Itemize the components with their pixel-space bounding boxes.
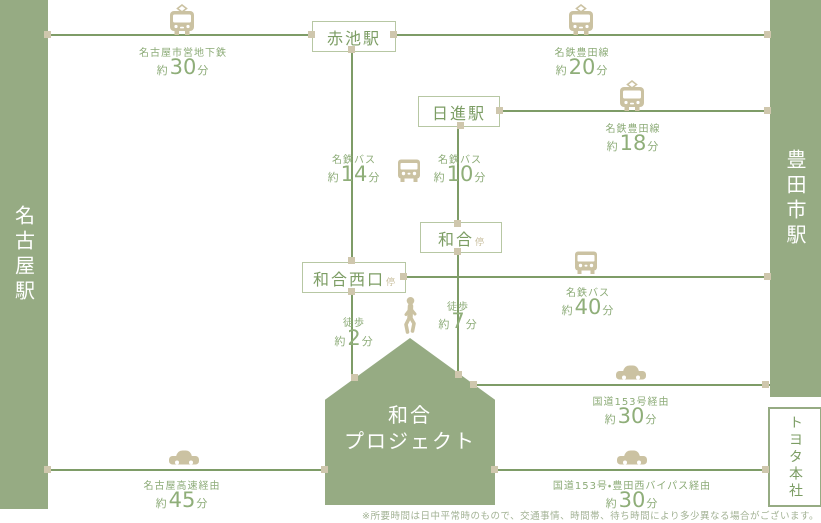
train-icon — [167, 4, 197, 36]
connector-dot — [308, 31, 315, 38]
terminal-toyotashi-station: 豊田市駅 — [770, 0, 821, 397]
project-name-line1: 和合 — [388, 403, 432, 427]
busstop-wago-nishiguchi-suffix: 停 — [386, 278, 396, 288]
toyota-headquarters-box: トヨタ本社 — [768, 407, 821, 507]
route-153-bypass-via: 国道153号・豊田西バイパス経由 — [552, 481, 712, 492]
route-line-route153-bypass — [495, 469, 768, 471]
station-akaike-label: 赤池駅 — [326, 28, 381, 48]
connector-dot — [764, 107, 771, 114]
route-line-route153 — [474, 384, 770, 386]
terminal-nagoya-label: 名古屋駅 — [11, 204, 36, 305]
route-meitetsu18-via: 名鉄豊田線 — [605, 124, 661, 135]
busstop-wago: 和合停 — [420, 222, 502, 253]
route-line-walk-2 — [351, 292, 353, 378]
connector-dot — [762, 381, 769, 388]
car-icon — [614, 362, 648, 384]
busstop-wago-suffix: 停 — [475, 238, 485, 248]
connector-dot — [390, 31, 397, 38]
bus-icon — [573, 249, 599, 275]
connector-dot — [44, 466, 51, 473]
toyota-headquarters-label: トヨタ本社 — [787, 414, 803, 500]
route-line-subway — [48, 34, 312, 36]
route-meitetsu20-via: 名鉄豊田線 — [554, 48, 610, 59]
connector-dot — [455, 371, 462, 378]
connector-dot — [764, 273, 771, 280]
connector-dot — [454, 248, 461, 255]
connector-dot — [491, 466, 498, 473]
station-nisshin-label: 日進駅 — [431, 103, 486, 123]
connector-dot — [351, 374, 358, 381]
busstop-wago-label: 和合 — [437, 229, 474, 249]
car-icon — [167, 447, 201, 469]
train-icon — [617, 80, 647, 112]
route-bus40-via: 名鉄バス — [566, 288, 610, 299]
route-line-meitetsu-18 — [497, 110, 770, 112]
terminal-toyotashi-label: 豊田市駅 — [783, 148, 807, 249]
route-153-via: 国道153号経由 — [592, 397, 670, 408]
route-line-bus-10 — [457, 125, 459, 223]
connector-dot — [348, 46, 355, 53]
connector-dot — [496, 107, 503, 114]
connector-dot — [454, 220, 461, 227]
connector-dot — [44, 31, 51, 38]
connector-dot — [321, 466, 328, 473]
train-icon — [566, 4, 596, 36]
connector-dot — [348, 288, 355, 295]
route-line-bus-40 — [404, 276, 770, 278]
connector-dot — [470, 381, 477, 388]
route-line-bus-14 — [351, 50, 353, 263]
route-line-meitetsu-20 — [394, 34, 770, 36]
route-line-walk-7 — [457, 252, 459, 375]
route-walk7-via: 徒歩 — [447, 302, 469, 313]
route-line-nagoya-expressway — [48, 469, 325, 471]
footnote: ※所要時間は日中平常時のもので、交通事情、時間帯、待ち時間により多少異なる場合が… — [362, 511, 819, 522]
connector-dot — [348, 257, 355, 264]
route-nagoya-expressway-via: 名古屋高速経由 — [143, 481, 221, 492]
connector-dot — [762, 466, 769, 473]
terminal-nagoya-station: 名古屋駅 — [0, 0, 48, 509]
busstop-wago-nishiguchi: 和合西口停 — [302, 262, 406, 293]
station-nisshin: 日進駅 — [418, 96, 500, 127]
project-name: 和合 プロジェクト — [325, 402, 495, 454]
route-bus10-via: 名鉄バス — [438, 155, 482, 166]
project-name-line2: プロジェクト — [344, 429, 476, 453]
busstop-wago-nishiguchi-label: 和合西口 — [312, 269, 385, 289]
connector-dot — [400, 273, 407, 280]
route-bus14-via: 名鉄バス — [332, 155, 376, 166]
connector-dot — [457, 122, 464, 129]
connector-dot — [764, 31, 771, 38]
route-subway-via: 名古屋市営地下鉄 — [139, 48, 227, 59]
route-walk2-via: 徒歩 — [343, 318, 365, 329]
car-icon — [615, 447, 649, 469]
